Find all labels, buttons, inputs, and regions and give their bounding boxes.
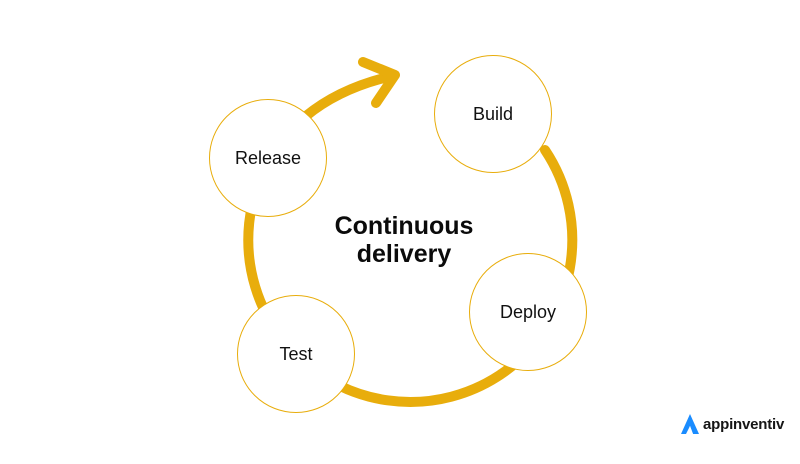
stage-label: Deploy — [499, 301, 557, 322]
cycle-ring — [243, 111, 578, 407]
title-line-1: Continuous — [334, 212, 474, 240]
diagram-title: Continuous delivery — [304, 212, 504, 268]
stage-test: Test — [237, 295, 355, 413]
stage-deploy: Deploy — [469, 253, 587, 371]
cycle-arrow-shaft — [301, 71, 397, 121]
arrow-head-icon — [358, 57, 400, 108]
stage-label: Test — [279, 343, 313, 364]
appinventiv-a-icon — [681, 414, 699, 434]
stage-build: Build — [434, 55, 552, 173]
stage-label: Build — [472, 103, 514, 124]
title-line-2: delivery — [356, 240, 452, 268]
brand-logo: appinventiv — [680, 413, 784, 435]
stage-label: Release — [234, 147, 302, 168]
stage-release: Release — [209, 99, 327, 217]
brand-name: appinventiv — [703, 415, 785, 433]
